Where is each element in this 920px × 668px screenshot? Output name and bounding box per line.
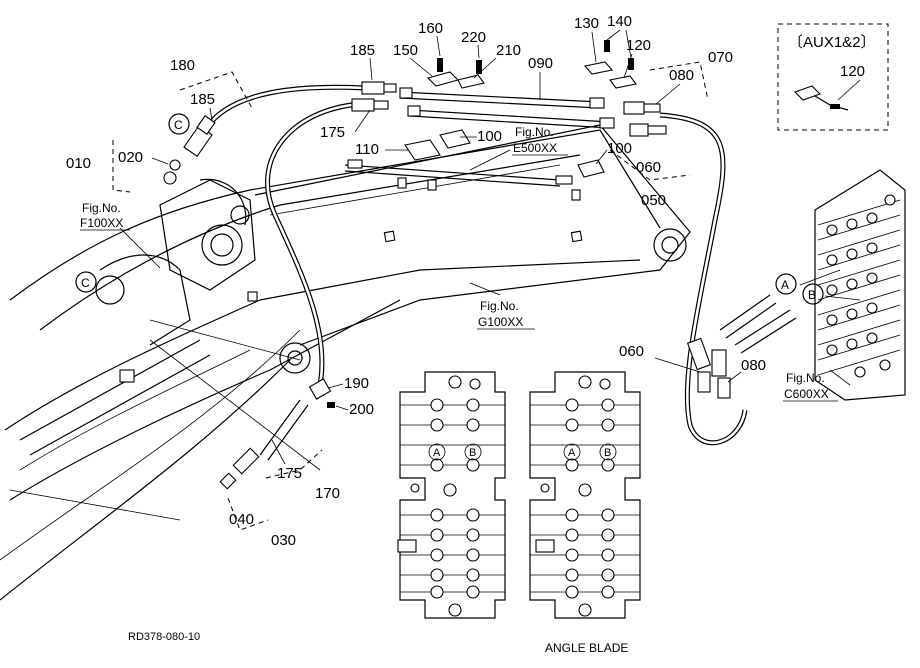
label-060-upper: 060: [636, 159, 661, 176]
valve-schematic-standard: [397, 371, 506, 619]
angle-blade-caption: ANGLE BLADE: [545, 641, 628, 655]
label-040: 040: [229, 511, 254, 528]
label-220: 220: [461, 29, 486, 46]
part-number-labels: 180 185 150 160 220 210 090 130 140 120 …: [66, 13, 766, 549]
hose-lines: [202, 84, 748, 446]
callout-a-schematic-2: A: [568, 447, 576, 459]
fig-f100-line2: F100XX: [80, 216, 123, 230]
label-200: 200: [349, 401, 374, 418]
label-175-lower: 175: [277, 465, 302, 482]
label-090: 090: [528, 55, 553, 72]
label-010: 010: [66, 155, 91, 172]
fig-g100-line1: Fig.No.: [480, 299, 519, 313]
callout-b-valve: B: [808, 288, 816, 302]
label-100-upper: 100: [477, 128, 502, 145]
label-140: 140: [607, 13, 632, 30]
label-170: 170: [315, 485, 340, 502]
label-185-left: 185: [190, 91, 215, 108]
label-160: 160: [418, 20, 443, 37]
label-180: 180: [170, 57, 195, 74]
fig-g100-line2: G100XX: [478, 315, 523, 329]
callout-c-upper: C: [174, 118, 183, 132]
callout-c-lower: C: [81, 276, 90, 290]
label-120: 120: [626, 37, 651, 54]
callout-a-valve: A: [781, 278, 789, 292]
figure-references: Fig.No. F100XX Fig.No. E500XX Fig.No. G1…: [80, 125, 838, 402]
fig-e500-line1: Fig.No.: [515, 125, 554, 139]
label-080-upper: 080: [669, 67, 694, 84]
label-060-lower: 060: [619, 343, 644, 360]
label-185-upper: 185: [350, 42, 375, 59]
label-190: 190: [344, 375, 369, 392]
fig-c600-line1: Fig.No.: [786, 371, 825, 385]
fig-f100-line1: Fig.No.: [82, 201, 121, 215]
aux-inset-box: 〔AUX1&2〕 120: [777, 23, 889, 131]
label-210: 210: [496, 42, 521, 59]
valve-schematic-angle-blade: [529, 371, 641, 619]
label-100-lower: 100: [607, 140, 632, 157]
callout-b-schematic-2: B: [604, 447, 611, 459]
callout-a-schematic-1: A: [433, 447, 441, 459]
control-valve-assembly: [799, 169, 906, 401]
fig-e500-line2: E500XX: [513, 141, 557, 155]
callout-b-schematic-1: B: [469, 447, 476, 459]
label-175-upper: 175: [320, 124, 345, 141]
fig-c600-line2: C600XX: [784, 387, 829, 401]
label-080-lower: 080: [741, 357, 766, 374]
label-030: 030: [271, 532, 296, 549]
group-brackets: [112, 61, 709, 531]
drawing-id: RD378-080-10: [128, 631, 200, 643]
label-020: 020: [118, 149, 143, 166]
aux-box-title: 〔AUX1&2〕: [788, 34, 876, 51]
circled-callouts: C C A B A B A B: [75, 113, 824, 461]
label-110: 110: [355, 141, 379, 158]
label-120-aux: 120: [840, 63, 865, 80]
label-150: 150: [393, 42, 418, 59]
fittings-and-clamps: [163, 40, 797, 490]
boom-arm-structure: [0, 124, 691, 601]
label-070: 070: [708, 49, 733, 66]
label-130: 130: [574, 15, 599, 32]
label-050: 050: [641, 192, 666, 209]
